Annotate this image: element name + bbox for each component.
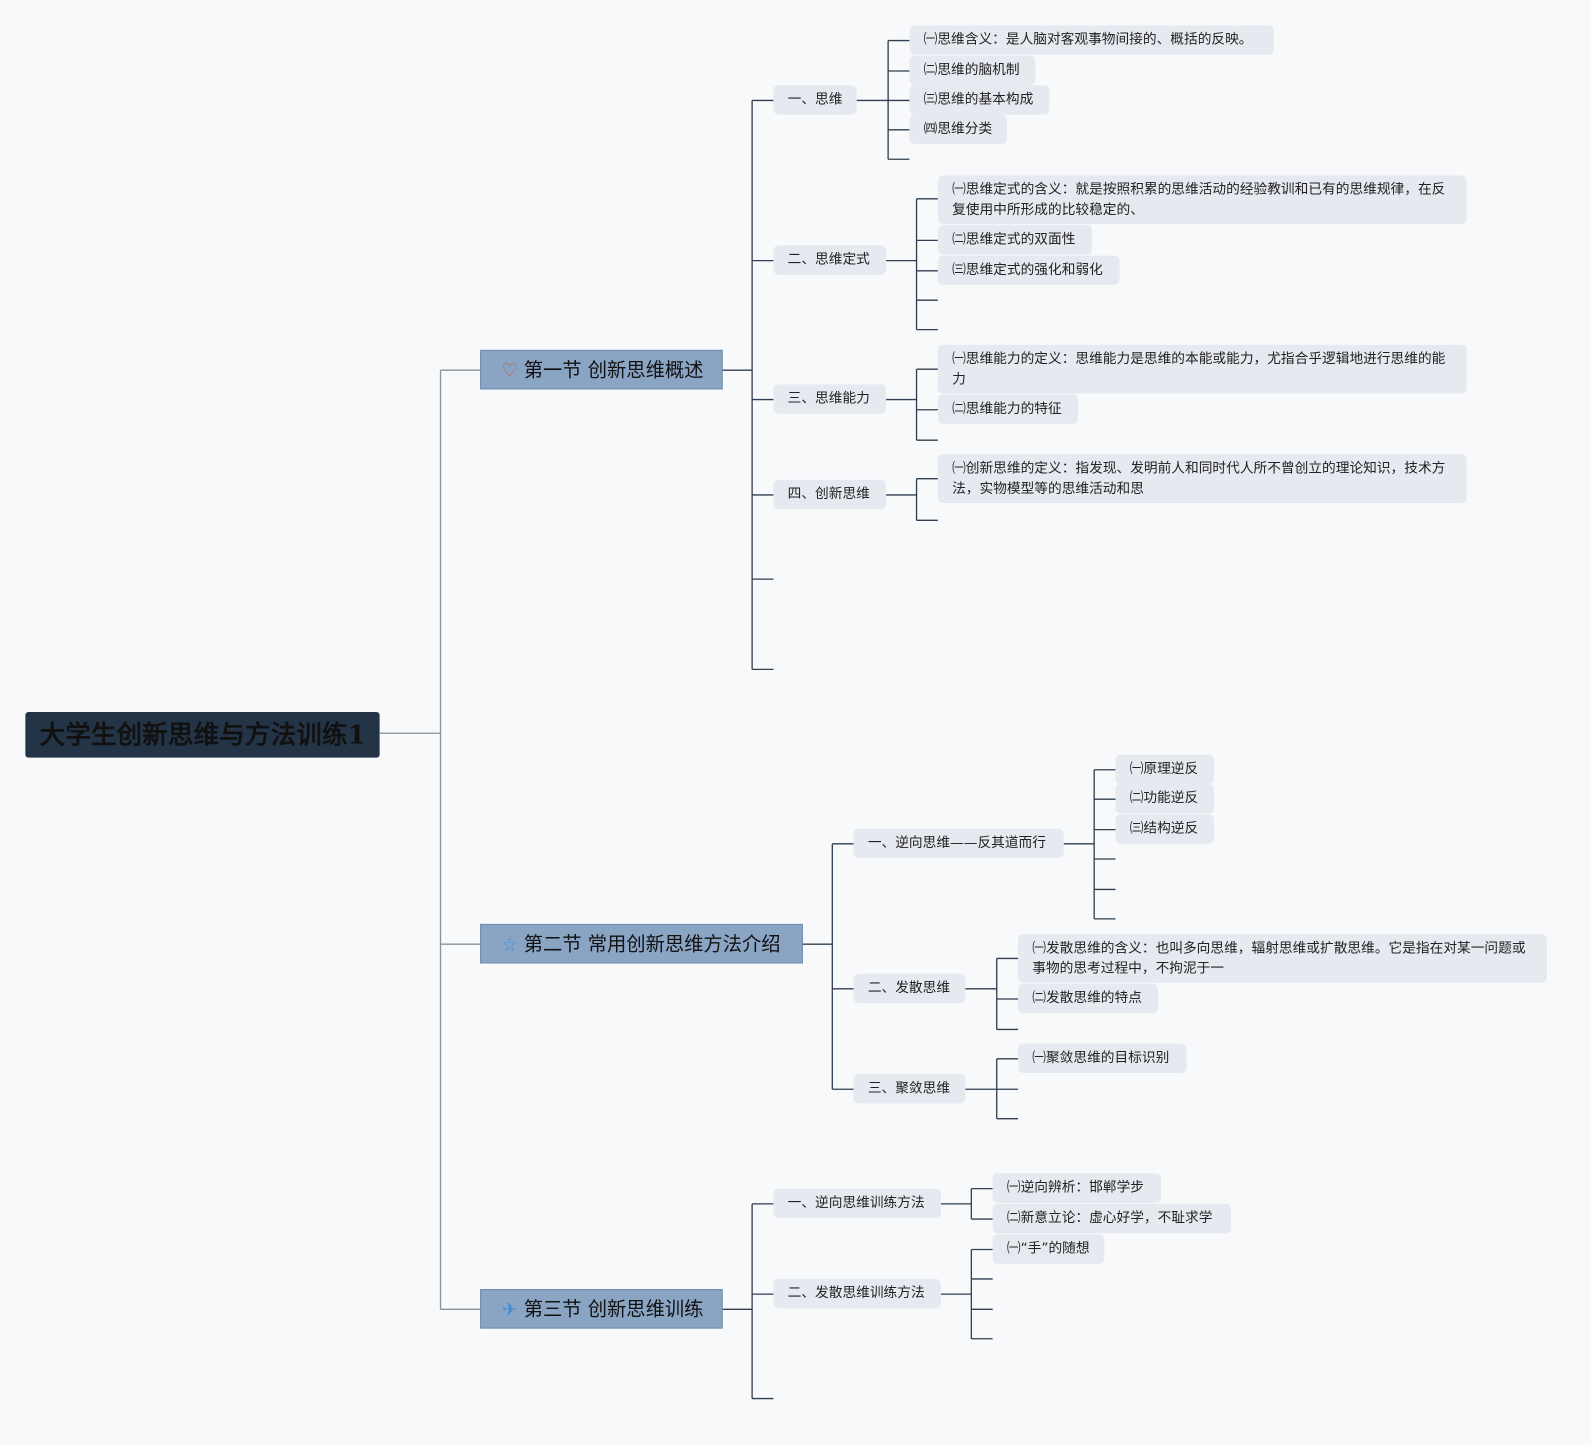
leaf-s1-t1-1[interactable]: ㈠思维含义：是人脑对客观事物间接的、概括的反映。 <box>909 25 1274 55</box>
leaf-s1-t1-2[interactable]: ㈡思维的脑机制 <box>909 55 1036 86</box>
topic-s1-t2[interactable]: 二、思维定式 <box>773 245 887 275</box>
section-1-label: 第一节 创新思维概述 <box>523 359 704 382</box>
leaf-s3-t1-2[interactable]: ㈡新意立论：虚心好学，不耻求学 <box>992 1203 1232 1234</box>
leaf-s2-t1-1[interactable]: ㈠原理逆反 <box>1115 754 1214 784</box>
section-1-topic[interactable]: ♡第一节 创新思维概述 <box>480 349 723 390</box>
leaf-s2-t1-2[interactable]: ㈡功能逆反 <box>1115 783 1214 814</box>
section-2-topic[interactable]: ☆第二节 常用创新思维方法介绍 <box>480 923 803 964</box>
leaf-s1-t1-4[interactable]: ㈣思维分类 <box>909 114 1007 145</box>
leaf-s1-t3-1[interactable]: ㈠思维能力的定义：思维能力是思维的本能或能力，尤指合乎逻辑地进行思维的能力 <box>937 344 1467 394</box>
leaf-s1-t3-2[interactable]: ㈡思维能力的特征 <box>937 394 1078 424</box>
leaf-s1-t4-1[interactable]: ㈠创新思维的定义：指发现、发明前人和同时代人所不曾创立的理论知识，技术方法，实物… <box>937 454 1467 504</box>
topic-s1-t1[interactable]: 一、思维 <box>773 85 857 115</box>
topic-s3-t2[interactable]: 二、发散思维训练方法 <box>773 1278 941 1309</box>
topic-s2-t3[interactable]: 三、聚敛思维 <box>853 1074 966 1104</box>
topic-s1-t4[interactable]: 四、创新思维 <box>773 479 887 510</box>
section-2-label: 第二节 常用创新思维方法介绍 <box>523 933 781 956</box>
leaf-s1-t2-2[interactable]: ㈡思维定式的双面性 <box>937 225 1093 255</box>
topic-s2-t1[interactable]: 一、逆向思维——反其道而行 <box>853 828 1064 859</box>
paper-plane-icon: ✈ <box>501 1299 518 1321</box>
topic-s3-t1[interactable]: 一、逆向思维训练方法 <box>773 1188 941 1219</box>
leaf-s3-t2-1[interactable]: ㈠“手”的随想 <box>992 1234 1105 1264</box>
leaf-s1-t2-1[interactable]: ㈠思维定式的含义：就是按照积累的思维活动的经验教训和已有的思维规律，在反复使用中… <box>937 175 1467 225</box>
section-3-label: 第三节 创新思维训练 <box>523 1298 704 1321</box>
topic-s1-t3[interactable]: 三、思维能力 <box>773 384 887 414</box>
leaf-s1-t1-3[interactable]: ㈢思维的基本构成 <box>909 85 1050 115</box>
leaf-s2-t2-1[interactable]: ㈠发散思维的含义：也叫多向思维，辐射思维或扩散思维。它是指在对某一问题或事物的思… <box>1018 934 1547 983</box>
topic-s2-t2[interactable]: 二、发散思维 <box>853 973 966 1004</box>
heart-icon: ♡ <box>501 360 518 382</box>
leaf-s2-t1-3[interactable]: ㈢结构逆反 <box>1115 814 1214 844</box>
leaf-s2-t3-1[interactable]: ㈠聚敛思维的目标识别 <box>1018 1043 1187 1074</box>
leaf-s1-t2-3[interactable]: ㈢思维定式的强化和弱化 <box>937 255 1120 285</box>
star-icon: ☆ <box>501 934 518 956</box>
root-topic[interactable]: 大学生创新思维与方法训练1 <box>25 711 380 758</box>
leaf-s3-t1-1[interactable]: ㈠逆向辨析：邯郸学步 <box>992 1173 1162 1203</box>
section-3-topic[interactable]: ✈第三节 创新思维训练 <box>480 1289 723 1329</box>
leaf-s2-t2-2[interactable]: ㈡发散思维的特点 <box>1018 983 1159 1014</box>
